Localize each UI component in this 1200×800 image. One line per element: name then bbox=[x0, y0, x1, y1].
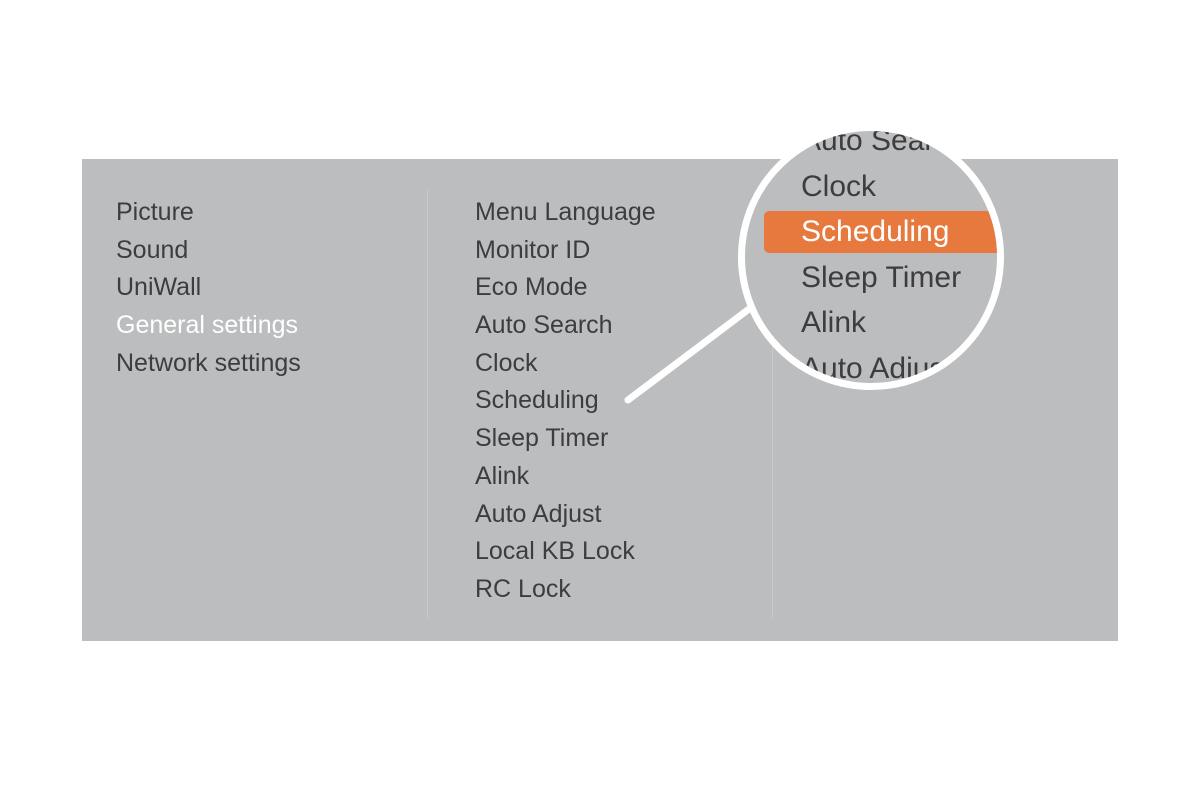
magnified-item-auto-adjust: Auto Adjust bbox=[801, 346, 966, 385]
magnified-item-label: Alink bbox=[801, 306, 867, 339]
submenu-item-auto-adjust[interactable]: Auto Adjust bbox=[475, 496, 755, 534]
submenu-item-eco-mode[interactable]: Eco Mode bbox=[475, 269, 755, 307]
submenu-item-monitor-id[interactable]: Monitor ID bbox=[475, 232, 755, 270]
menu-item-label: Local KB Lock bbox=[475, 537, 635, 566]
menu-item-label: UniWall bbox=[116, 273, 202, 302]
menu-item-label: Scheduling bbox=[475, 386, 599, 415]
submenu-item-clock[interactable]: Clock bbox=[475, 345, 755, 383]
magnified-item-scheduling: Scheduling bbox=[763, 209, 997, 255]
submenu-item-scheduling[interactable]: Scheduling bbox=[475, 382, 755, 420]
general-settings-submenu: Menu Language Monitor ID Eco Mode Auto S… bbox=[475, 194, 755, 609]
menu-item-label: Auto Search bbox=[475, 311, 613, 340]
submenu-item-local-kb-lock[interactable]: Local KB Lock bbox=[475, 533, 755, 571]
menu-item-label: General settings bbox=[116, 311, 299, 340]
magnified-submenu: Auto Search Clock Scheduling Sleep Timer… bbox=[763, 124, 997, 385]
magnified-item-label: Sleep Timer bbox=[801, 260, 962, 294]
menu-item-label: RC Lock bbox=[475, 574, 571, 603]
menu-item-label: Menu Language bbox=[475, 198, 656, 226]
column-divider bbox=[772, 189, 773, 619]
magnifier-callout: Auto Search Clock Scheduling Sleep Timer… bbox=[738, 124, 1004, 390]
main-menu-item-sound[interactable]: Sound bbox=[116, 232, 416, 270]
menu-item-label: Auto Adjust bbox=[475, 499, 602, 528]
magnified-item-alink: Alink bbox=[801, 300, 966, 346]
menu-item-label: Eco Mode bbox=[475, 273, 588, 302]
magnified-item-label: Clock bbox=[801, 169, 877, 203]
menu-item-label: Network settings bbox=[116, 348, 301, 377]
magnified-item-sleep-timer: Sleep Timer bbox=[801, 255, 966, 301]
submenu-item-menu-language[interactable]: Menu Language bbox=[475, 194, 755, 232]
magnified-item-clock: Clock bbox=[801, 164, 966, 210]
menu-item-label: Sound bbox=[116, 235, 189, 264]
menu-item-label: Picture bbox=[116, 198, 194, 226]
main-menu-item-uniwall[interactable]: UniWall bbox=[116, 269, 416, 307]
submenu-item-sleep-timer[interactable]: Sleep Timer bbox=[475, 420, 755, 458]
menu-item-label: Monitor ID bbox=[475, 235, 591, 264]
submenu-item-rc-lock[interactable]: RC Lock bbox=[475, 571, 755, 609]
submenu-item-auto-search[interactable]: Auto Search bbox=[475, 307, 755, 345]
magnified-item-label: Auto Adjust bbox=[801, 351, 953, 385]
column-divider bbox=[427, 189, 428, 619]
menu-item-label: Sleep Timer bbox=[475, 424, 609, 453]
menu-item-label: Alink bbox=[475, 461, 530, 490]
main-menu-item-general-settings[interactable]: General settings bbox=[103, 307, 416, 345]
main-menu-item-picture[interactable]: Picture bbox=[116, 194, 416, 232]
submenu-item-alink[interactable]: Alink bbox=[475, 458, 755, 496]
menu-item-label: Clock bbox=[475, 348, 538, 377]
main-menu: Picture Sound UniWall General settings N… bbox=[103, 194, 416, 383]
magnified-item-label: Scheduling bbox=[801, 215, 950, 248]
main-menu-item-network-settings[interactable]: Network settings bbox=[116, 345, 416, 383]
magnified-item-auto-search: Auto Search bbox=[801, 124, 967, 164]
magnified-item-label: Auto Search bbox=[801, 124, 967, 157]
